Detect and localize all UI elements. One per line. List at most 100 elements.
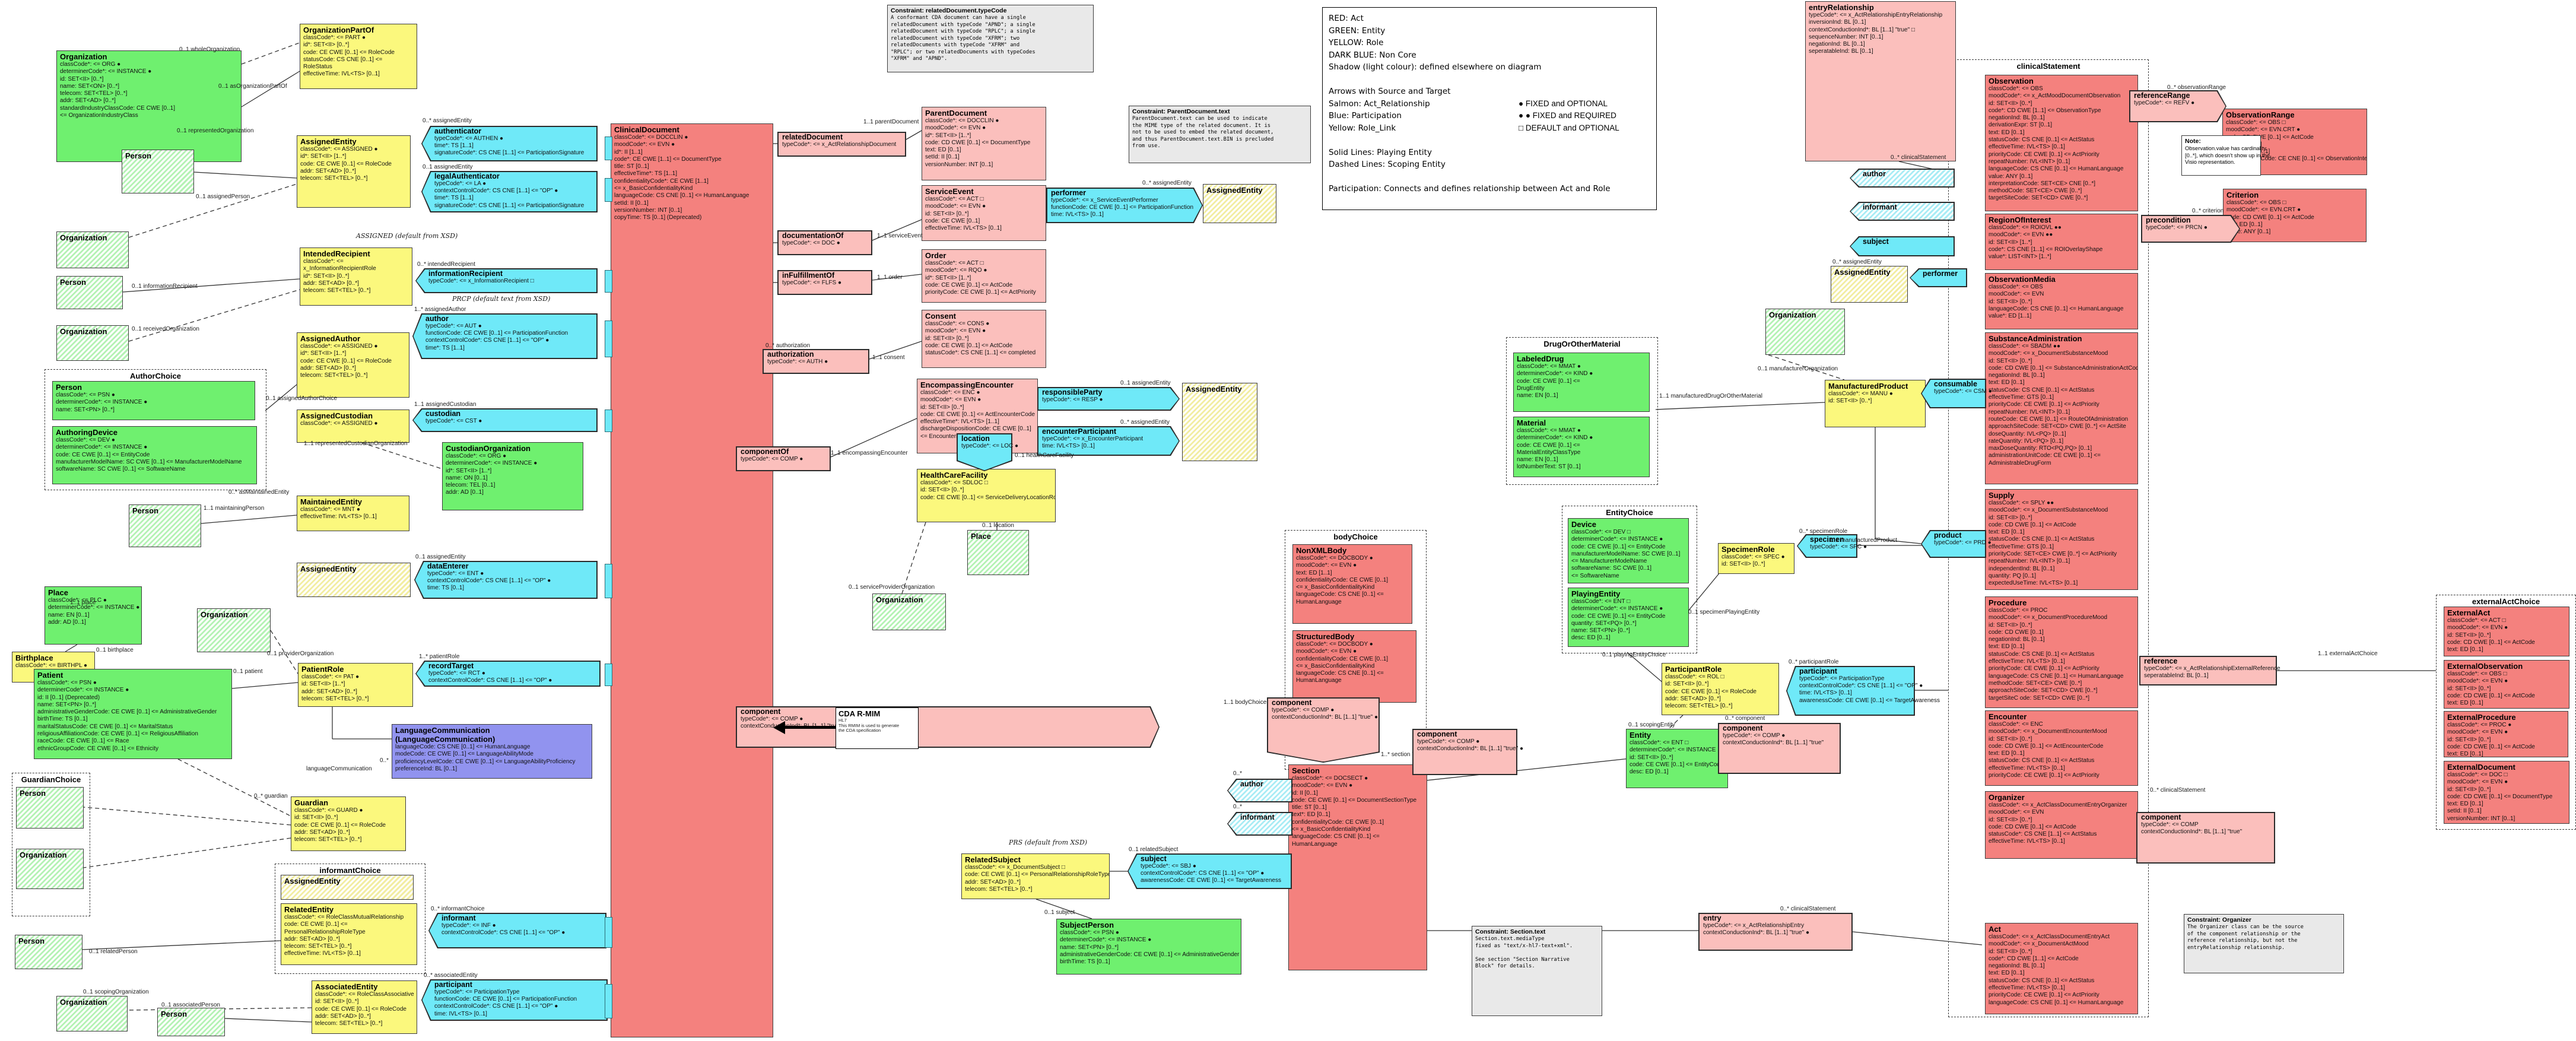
drug-or-other-material: DrugOrOtherMaterial [1506, 337, 1658, 485]
language-communication-attr: preferenceInd: BL [0..1] [395, 765, 458, 772]
assigned-entity-shadow-3-title: AssignedEntity [1186, 385, 1242, 393]
observation-attr: repeatNumber: IVL<INT> [0..1] [1989, 158, 2070, 165]
entry-title: entry [1703, 914, 1721, 922]
connector-line [901, 522, 926, 594]
consent-attr: classCode*: <= CONS ● [925, 320, 990, 327]
entity-choice-label: EntityChoice [1606, 508, 1653, 517]
connector-line [65, 644, 78, 652]
service-event-attr: effectiveTime: IVL<TS> [0..1] [925, 225, 1002, 232]
drug-or-other-material-label: DrugOrOtherMaterial [1543, 339, 1621, 348]
procedure-attr: priorityCode: CE CWE [0..1] <= ActPriori… [1989, 665, 2099, 672]
constraint-organizer-line: The Organizer class can be the source [2187, 924, 2304, 930]
entity-attr: classCode*: <= ENT □ [1630, 740, 1689, 746]
parent-document-attr: id*: SET<II> [1..*] [925, 132, 971, 139]
section-author-content: author [1227, 779, 1292, 802]
service-event-attr: code: CE CWE [0..1] [925, 217, 980, 224]
participant-fill [422, 980, 607, 1020]
authoring-device-attr: code: CE CWE [0..1] <= EntityCode [56, 451, 150, 458]
section-attr: classCode*: <= DOCSECT ● [1292, 775, 1368, 782]
patient-title: Patient [37, 671, 63, 680]
order-attr: id*: SET<II> [1..*] [925, 274, 971, 281]
external-document-attr: id: SET<II> [0..*] [2447, 786, 2491, 793]
labeled-drug-attr: DrugEntity [1517, 385, 1545, 392]
observation-attr: statusCode: CS CNE [0..1] <= ActStatus [1989, 137, 2095, 144]
performer-fill [1047, 189, 1202, 223]
author-fill [413, 314, 597, 358]
author-attr: time*: TS [1..1] [425, 344, 465, 351]
organization-part-of-attr: code: CE CWE [0..1] <= RoleCode [303, 49, 395, 56]
supply-attr: classCode*: <= SPLY ●● [1989, 500, 2054, 506]
parent-document-title: ParentDocument [925, 109, 987, 118]
note-observation-value-line: Observation.value has cardinality [2185, 145, 2266, 151]
connector-line [224, 1018, 312, 1023]
observation-attr: languageCode: CS CNE [0..1] <= HumanLang… [1989, 166, 2124, 173]
parent-document-attr: code: CD CWE [0..1] <= DocumentType [925, 139, 1031, 146]
external-act-title: ExternalAct [2447, 608, 2491, 617]
authenticator-attr: signatureCode*: CS CNE [1..1] <= Partici… [434, 150, 585, 157]
assoc-label: 0..1 assignedAuthorChoice [266, 395, 338, 402]
cs-subject-title: subject [1863, 237, 1889, 246]
parent-document-attr: classCode*: <= DOCCLIN ● [925, 118, 999, 124]
assoc-label: 0..1 patient [233, 668, 263, 675]
encounter-attr: statusCode: CS CNE [0..1] <= ActStatus [1989, 757, 2095, 764]
section-attr: code: CE CWE [0..1] <= DocumentSectionTy… [1292, 796, 1417, 804]
authoring-device-title: AuthoringDevice [56, 428, 118, 437]
act-attr: effectiveTime: IVL<TS> [0..1] [1989, 985, 2065, 992]
encompassing-encounter-attr: code: CE CWE [0..1] <= ActEncounterCode [920, 411, 1035, 418]
connector-line [1655, 402, 1825, 410]
cs-performer: performer [1910, 268, 1967, 287]
intended-recipient-attr: classCode*: <= [303, 258, 344, 265]
place-attr: classCode*: <= PLC ● [48, 597, 107, 604]
assoc-label: 0..* [1233, 770, 1243, 777]
guardian-organization-title: Organization [20, 850, 67, 859]
substance-administration-attr: text: ED [0..1] [1989, 379, 2025, 386]
scoping-organization-title: Organization [60, 998, 107, 1007]
structured-body-attr: languageCode: CS CNE [0..1] <= [1296, 670, 1384, 677]
nonxml-body-attr: text: ED [1..1] [1296, 569, 1332, 576]
assoc-label: 0..1 location [982, 522, 1014, 529]
in-fulfillment-of-attr: typeCode*: <= FLFS ● [782, 280, 841, 286]
external-procedure-attr: id: SET<II> [0..*] [2447, 736, 2491, 743]
related-subject-attr: telecom: SET<TEL> [0..*] [965, 886, 1033, 893]
substance-administration-attr: doseQuantity: IVL<PQ> [0..1] [1989, 430, 2066, 437]
scoping-organization: Organization [56, 996, 128, 1032]
substance-administration-attr: moodCode*: <= x_DocumentSubstanceMood [1989, 350, 2108, 357]
procedure-attr: code: CD CWE [0..1] [1989, 629, 2044, 636]
legend-row: Arrows with Source and Target [1329, 87, 1451, 96]
assoc-label: 0..* observationRange [2167, 84, 2226, 91]
region-of-interest-attr: moodCode*: <= EVN ●● [1989, 231, 2053, 239]
performer-attr: time: IVL<TS> [0..1] [1051, 211, 1104, 218]
maintained-entity-attr: effectiveTime: IVL<TS> [0..1] [300, 513, 377, 520]
constraint-related-document-line: relatedDocument with typeCode "RPLC"; a … [891, 28, 1036, 34]
entity-title: Entity [1630, 731, 1651, 740]
clinical-document-attr: classCode*: <= DOCCLIN ● [614, 134, 688, 141]
related-entity-title: RelatedEntity [284, 905, 334, 914]
person-shadow-3-title: Person [132, 506, 159, 515]
observation-range-title: ObservationRange [2226, 110, 2295, 119]
constraint-section-text-line [1475, 950, 1599, 957]
legend-row: RED: Act [1329, 14, 1364, 23]
device-title: Device [1571, 520, 1596, 529]
clinical-document-attr: setId: II [0..1] [614, 199, 649, 207]
participant-role-attr: code: CE CWE [0..1] <= RoleCode [1665, 688, 1756, 695]
author-choice: AuthorChoice [45, 369, 266, 490]
supply-attr: effectiveTime: GTS [0..1] [1989, 543, 2054, 550]
device-attr: <= ManufacturerModelName [1571, 558, 1647, 565]
supply-attr: repeatNumber: IVL<INT> [0..1] [1989, 558, 2070, 565]
encounter-participant-attr: time: IVL<TS> [0..1] [1042, 443, 1095, 450]
patient-role-title: PatientRole [301, 665, 344, 674]
assoc-label: 1..1 order [877, 274, 903, 281]
